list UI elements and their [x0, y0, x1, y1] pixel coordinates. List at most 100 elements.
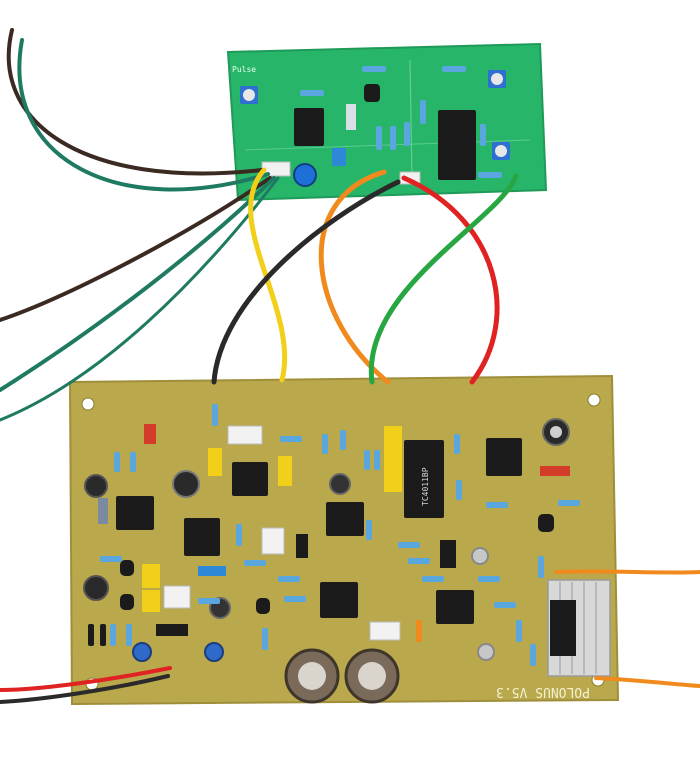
ic-chip-icon — [438, 110, 476, 180]
film-capacitor-icon — [142, 590, 160, 612]
resistor-icon — [236, 524, 242, 546]
large-capacitor-icon — [284, 648, 340, 704]
ic-chip-icon — [326, 502, 364, 536]
resistor-icon — [280, 436, 302, 442]
trimmer-pot-icon — [488, 70, 506, 88]
electrolytic-capacitor-icon — [83, 575, 109, 601]
ic-chip-icon — [156, 624, 188, 636]
resistor-icon — [442, 66, 466, 72]
wire-connector-icon — [227, 425, 263, 445]
resistor-icon — [114, 452, 120, 472]
film-capacitor-icon — [142, 564, 160, 588]
ic-chip-icon — [116, 496, 154, 530]
electrolytic-capacitor-icon — [84, 474, 108, 498]
top-pcb-board: Pulse — [226, 42, 548, 202]
resistor-icon — [376, 126, 382, 150]
resistor-icon — [478, 172, 502, 178]
ic-chip-icon — [232, 462, 268, 496]
large-capacitor-icon — [344, 648, 400, 704]
mounting-hole — [587, 393, 601, 407]
resistor-icon — [408, 558, 430, 564]
wire-connector-icon — [261, 527, 285, 555]
power-transistor-icon — [440, 540, 456, 568]
resistor-icon — [478, 576, 500, 582]
chip-marking: TC4011BP — [421, 467, 430, 506]
film-capacitor-icon — [208, 448, 222, 476]
ic-chip-icon — [294, 108, 324, 146]
resistor-icon — [486, 502, 508, 508]
resistor-icon — [212, 404, 218, 426]
resistor-icon — [284, 596, 306, 602]
transistor-icon — [364, 84, 380, 102]
resistor-icon — [322, 434, 328, 454]
resistor-icon — [558, 500, 580, 506]
trimmer-pot-icon — [492, 142, 510, 160]
resistor-icon — [420, 100, 426, 124]
capacitor-icon — [346, 104, 356, 130]
resistor-icon — [374, 450, 380, 470]
resistor-icon — [530, 644, 536, 666]
board-title: POLONUS V5.3 — [496, 684, 590, 699]
ic-chip-icon — [184, 518, 220, 556]
resistor-icon — [390, 126, 396, 150]
resistor-icon — [456, 480, 462, 500]
transistor-icon — [120, 594, 134, 610]
resistor-icon — [300, 90, 324, 96]
top-board-label: Pulse — [232, 65, 256, 74]
film-capacitor-icon — [278, 456, 292, 486]
ic-chip-icon — [436, 590, 474, 624]
diode-icon — [296, 534, 308, 558]
diode-icon — [88, 624, 94, 646]
resistor-icon — [538, 556, 544, 578]
wire-connector-icon — [369, 621, 401, 641]
film-capacitor-icon — [332, 148, 346, 166]
resistor-icon — [480, 124, 486, 146]
resistor-icon — [362, 66, 386, 72]
ic-chip-icon — [404, 440, 444, 518]
resistor-icon — [366, 520, 372, 540]
resistor-icon — [364, 450, 370, 470]
resistor-icon — [198, 598, 220, 604]
resistor-icon — [262, 628, 268, 650]
electrolytic-capacitor-icon — [132, 642, 152, 662]
resistor-icon — [516, 620, 522, 642]
resistor-icon — [98, 498, 108, 524]
mounting-hole — [81, 397, 95, 411]
diode-icon — [100, 624, 106, 646]
transistor-icon — [120, 560, 134, 576]
main-pcb-board: POLONUS V5.3 TC4011BP — [68, 374, 620, 706]
transistor-icon — [538, 514, 554, 532]
ic-chip-icon — [486, 438, 522, 476]
resistor-icon — [126, 624, 132, 646]
resistor-icon — [494, 602, 516, 608]
resistor-icon — [416, 620, 422, 642]
resistor-icon — [404, 122, 410, 146]
resistor-icon — [244, 560, 266, 566]
wire-connector-icon — [163, 585, 191, 609]
trimmer-pot-icon — [240, 86, 258, 104]
electrolytic-capacitor-icon — [477, 643, 495, 661]
capacitor-icon — [144, 424, 156, 444]
electrolytic-capacitor-icon — [293, 163, 317, 187]
electrolytic-capacitor-icon — [204, 642, 224, 662]
resistor-icon — [454, 434, 460, 454]
resistor-icon — [198, 566, 226, 576]
wires — [0, 28, 700, 704]
electrolytic-capacitor-icon — [471, 547, 489, 565]
heatsink-icon — [547, 579, 611, 677]
transistor-icon — [256, 598, 270, 614]
resistor-icon — [422, 576, 444, 582]
resistor-icon — [340, 430, 346, 450]
resistor-icon — [278, 576, 300, 582]
resistor-icon — [100, 556, 122, 562]
trimmer-pot-icon — [542, 418, 570, 446]
electrolytic-capacitor-icon — [329, 473, 351, 495]
resistor-icon — [110, 624, 116, 646]
film-capacitor-icon — [384, 426, 402, 492]
trimmer-pot-icon — [172, 470, 200, 498]
resistor-icon — [540, 466, 570, 476]
resistor-icon — [130, 452, 136, 472]
resistor-icon — [398, 542, 420, 548]
ic-chip-icon — [320, 582, 358, 618]
